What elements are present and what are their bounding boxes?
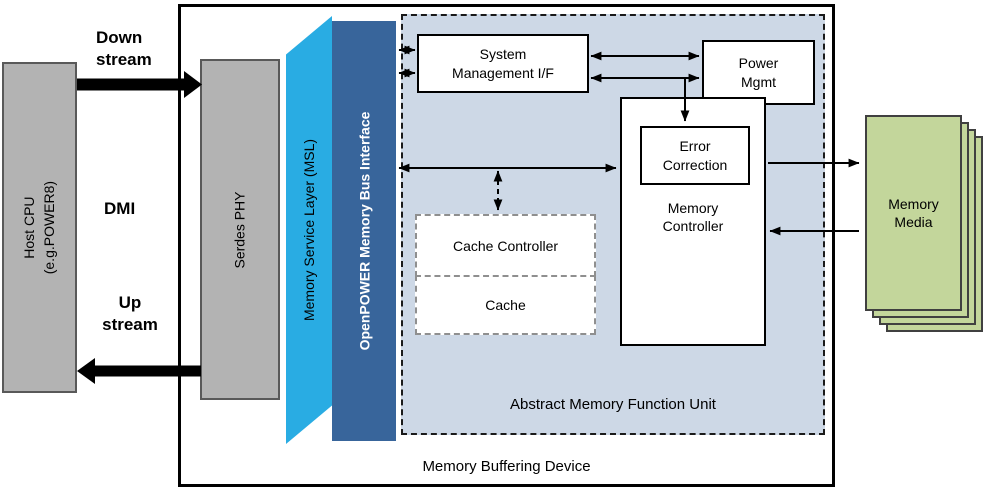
memory-controller-label: Memory Controller [662, 200, 724, 235]
system-management-if-box: System Management I/F [417, 34, 589, 93]
host-cpu-box: Host CPU (e.g.POWER8) [2, 62, 77, 393]
memory-buffering-device-label: Memory Buffering Device [422, 458, 591, 475]
memory-media-box: Memory Media [865, 115, 962, 311]
host-cpu-label: Host CPU (e.g.POWER8) [20, 180, 57, 275]
memory-controller-box: Error Correction Memory Controller [620, 97, 766, 346]
cache-box: Cache [415, 275, 596, 335]
error-correction-label: Error Correction [662, 138, 728, 173]
cache-controller-label: Cache Controller [452, 237, 559, 254]
dmi-label: DMI [104, 199, 136, 218]
serdes-phy-box: Serdes PHY [200, 59, 280, 400]
openpower-memory-bus-interface-label: OpenPOWER Memory Bus Interface [356, 111, 373, 351]
cache-label: Cache [485, 297, 526, 313]
openpower-memory-bus-interface-box: OpenPOWER Memory Bus Interface [332, 21, 396, 441]
downstream-label: Down stream [96, 28, 152, 70]
system-management-if-label: System Management I/F [452, 46, 554, 81]
power-mgmt-label: Power Mgmt [738, 55, 779, 90]
power-mgmt-box: Power Mgmt [702, 40, 815, 105]
memory-service-layer-box: Memory Service Layer (MSL) [286, 16, 332, 444]
abstract-memory-function-unit-label: Abstract Memory Function Unit [510, 396, 716, 413]
memory-media-label: Memory Media [888, 195, 939, 230]
memory-service-layer-label: Memory Service Layer (MSL) [301, 138, 318, 322]
cache-controller-box: Cache Controller [415, 214, 596, 277]
serdes-phy-label: Serdes PHY [232, 190, 249, 269]
upstream-label: Up stream [102, 293, 158, 335]
error-correction-box: Error Correction [640, 126, 750, 185]
